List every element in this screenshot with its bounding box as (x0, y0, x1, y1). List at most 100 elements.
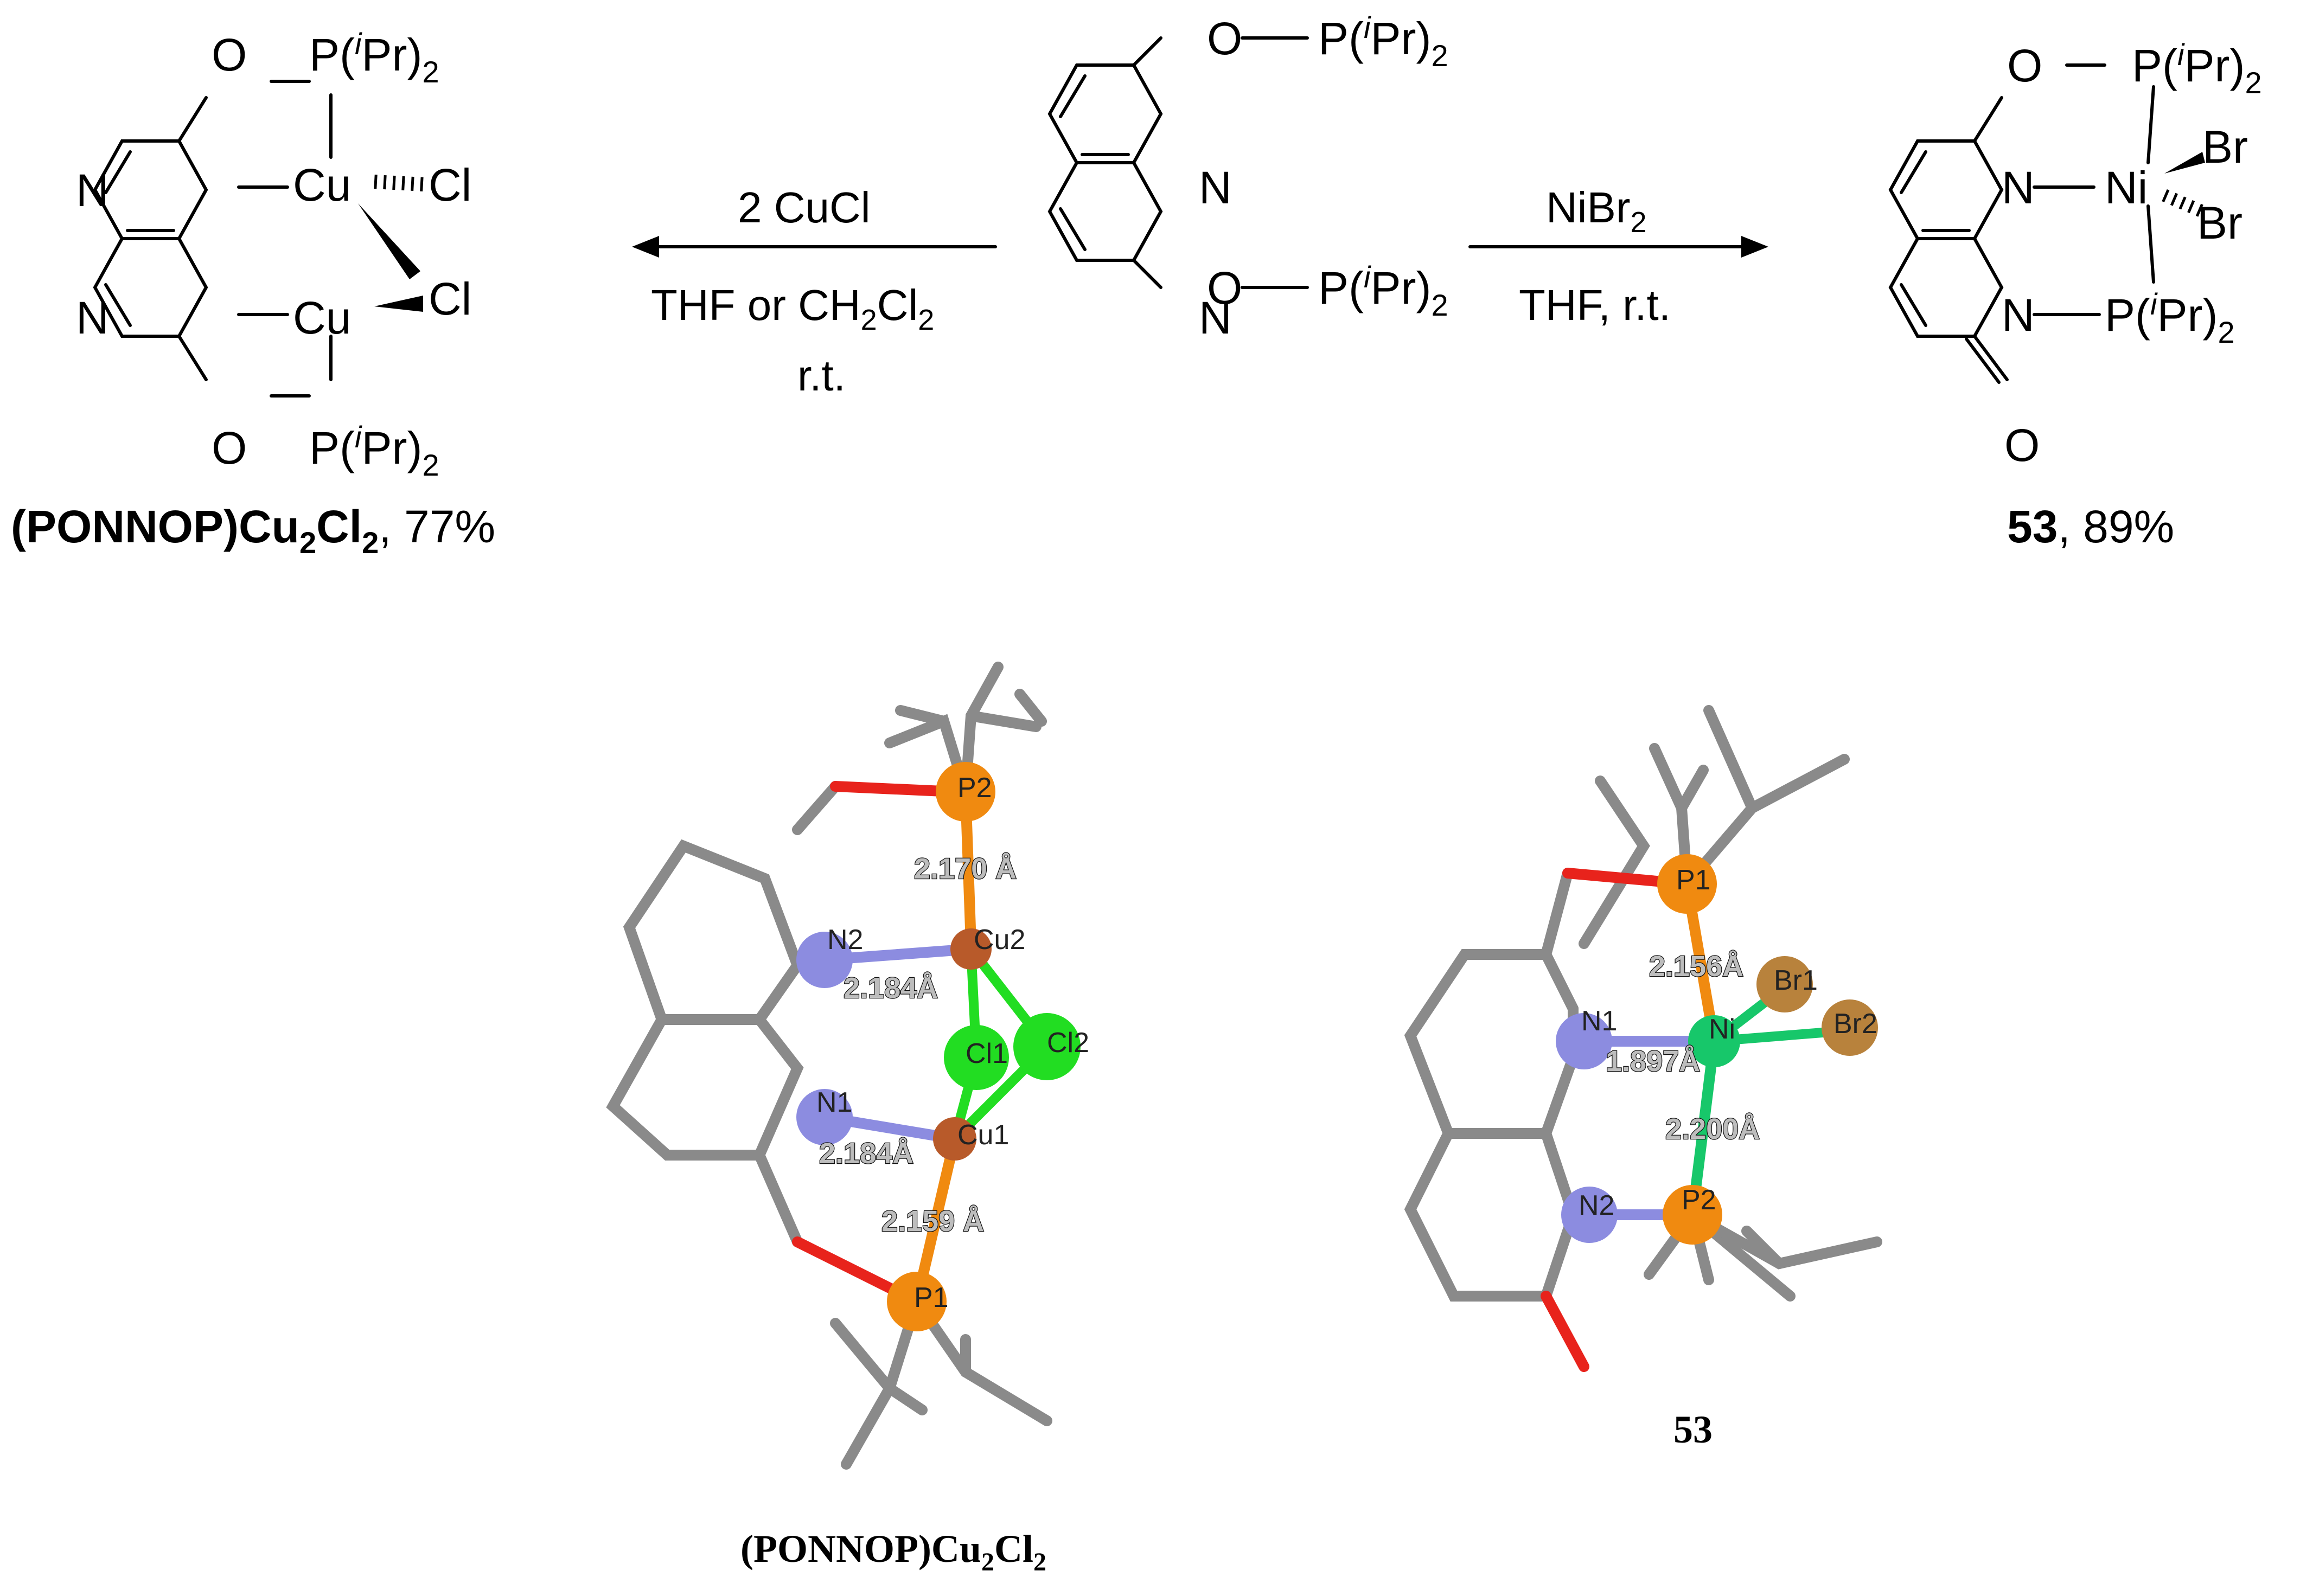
cu-xtal-label-n2: N2 (827, 924, 863, 956)
ni-xtal-atom-br1 (1756, 956, 1813, 1012)
ni-complex-structure: O O N N Ni Br Br P(iPr)2 P(iPr)2 53, 89% (1888, 37, 2262, 552)
right-reaction-arrow: NiBr2 THF, r.t. (1468, 183, 1768, 329)
ni-xtal-ipr-bot-5 (1741, 1226, 1785, 1269)
ni-p-top: P(iPr)2 (2132, 37, 2262, 100)
cu-xtal-label-p2: P2 (957, 772, 992, 804)
cu-xtal-label-cl2: Cl2 (1047, 1027, 1089, 1059)
cu-p-top: P(iPr)2 (309, 27, 439, 89)
ni-xtal-label-n1: N1 (1581, 1005, 1617, 1037)
cu-xtal-label-n1: N1 (816, 1087, 852, 1118)
cu-atom-top: Cu (293, 159, 351, 210)
ni-xtal-atom-br2 (1822, 999, 1878, 1056)
ni-upper-ring (1888, 139, 2004, 240)
ligand-c-o-top (1132, 36, 1162, 67)
cu-xtal-dist-n1-cu1: 2.184Å (819, 1137, 913, 1170)
cu-p-bottom: P(iPr)2 (309, 420, 439, 482)
cu-c-o-bottom (177, 335, 208, 381)
left-arrow-solvent: THF or CH2Cl2 (651, 281, 934, 336)
ligand-p-bottom: P(iPr)2 (1318, 260, 1448, 322)
cu-xtal-o-p-top (830, 781, 960, 797)
ni-c-carbonyl-double (1965, 337, 2001, 384)
cu-c-o-top (177, 96, 208, 143)
ligand-o-top: O (1207, 13, 1242, 64)
cu-xtal-label-cu2: Cu2 (974, 924, 1025, 956)
right-arrow-head (1741, 236, 1768, 258)
cu-xtal-dist-p2-cu2: 2.170 Å (914, 853, 1017, 885)
ni-wedge-br (2164, 152, 2205, 174)
cu-xtal-atom-n2 (796, 932, 853, 988)
cu-xtal-atom-cu2 (950, 928, 992, 970)
cu-crystal-structure: P2 N2 Cu2 Cl1 Cl2 N1 Cu1 P1 2.170 Å 2.18… (606, 662, 1089, 1576)
ni-n-top: N (2002, 162, 2035, 213)
ligand-p-top: P(iPr)2 (1318, 10, 1448, 73)
cu-xtal-atom-p1 (887, 1272, 947, 1331)
ni-xtal-label-n2: N2 (1579, 1190, 1614, 1221)
ligand-o-bottom: O (1207, 262, 1242, 313)
ni-xtal-atom-n1 (1556, 1013, 1612, 1069)
ni-hashed-br (2162, 189, 2205, 218)
ni-xtal-atom-ni (1688, 1015, 1740, 1067)
ni-xtal-upper-ring (1404, 949, 1579, 1139)
cu-o-bottom: O (212, 422, 247, 473)
cu-xtal-dist-cu1-p1: 2.159 Å (881, 1205, 984, 1238)
ni-xtal-ipr-top-4 (1703, 705, 1758, 813)
ni-complex-label: 53, 89% (2007, 501, 2174, 552)
cu-xtal-lower-ring (606, 1014, 804, 1161)
right-arrow-reagent: NiBr2 (1546, 183, 1647, 239)
ni-xtal-lower-ring (1404, 1128, 1579, 1302)
ni-p-ni-top (2146, 85, 2155, 164)
cu-upper-double (104, 150, 132, 194)
ni-ni-p-bottom (2146, 204, 2155, 284)
cu-xtal-c-o-bottom (754, 1150, 803, 1247)
ni-p-bottom: P(iPr)2 (2105, 287, 2235, 349)
ni-xtal-label-br2: Br2 (1833, 1008, 1877, 1040)
cu-cl-bottom: Cl (429, 273, 471, 324)
ni-xtal-caption: 53 (1673, 1408, 1713, 1451)
cu-xtal-ipr-top-3 (966, 710, 1042, 732)
ni-xtal-dist-n1-ni: 1.897Å (1606, 1045, 1700, 1078)
ni-xtal-label-p2: P2 (1682, 1184, 1716, 1216)
cu-xtal-ipr-bot-3 (830, 1318, 895, 1394)
cu-lower-double (104, 283, 132, 327)
cu-upper-ring (93, 139, 208, 240)
cu-complex-structure: N N O O Cu Cu Cl Cl P(iPr)2 P(iPr)2 (PON… (11, 27, 495, 560)
ni-n-bottom: N (2002, 290, 2035, 341)
left-arrow-head (632, 236, 659, 258)
cu-xtal-atom-cl1 (944, 1025, 1009, 1090)
ni-upper-double (1900, 150, 1927, 194)
ligand-upper-ring (1047, 63, 1163, 164)
cu-xtal-atom-cl2 (1013, 1013, 1081, 1080)
ni-xtal-atom-n2 (1561, 1187, 1618, 1243)
ni-c-carbonyl (1973, 335, 2009, 381)
ni-xtal-label-br1: Br1 (1774, 965, 1818, 996)
cu-o-top: O (212, 29, 247, 80)
left-reaction-arrow: 2 CuCl THF or CH2Cl2 r.t. (632, 183, 997, 400)
ni-xtal-dist-p1-ni: 2.156Å (1649, 950, 1743, 983)
ni-atom: Ni (2105, 162, 2148, 213)
cu-wedge-bond (374, 296, 423, 312)
cu-bridging-wedge (358, 203, 420, 279)
cu-n-bottom: N (76, 292, 109, 343)
ligand-lower-double-bond (1059, 207, 1087, 251)
cu-xtal-upper-ring (623, 839, 803, 1025)
ni-crystal-structure: P1 Br1 N1 Ni Br2 N2 P2 2.156Å 1.897Å 2.2… (1404, 705, 1882, 1451)
cu-xtal-ipr-top-4 (895, 705, 949, 727)
cu-xtal-dist-n2-cu2: 2.184Å (844, 972, 938, 1004)
cu-n-top: N (76, 165, 109, 216)
cu-xtal-ipr-bot-5 (884, 1383, 928, 1415)
ni-o-carbonyl: O (2004, 420, 2040, 471)
ligand-lower-ring (1047, 161, 1163, 262)
ni-lower-double (1900, 283, 1927, 327)
ni-xtal-c-o-top (1541, 868, 1573, 960)
ni-xtal-atom-p2 (1663, 1185, 1722, 1245)
ni-lower-ring (1888, 237, 2004, 338)
cu-xtal-label-cl1: Cl1 (966, 1038, 1008, 1069)
cu-cl-top: Cl (429, 159, 471, 210)
cu-xtal-label-cu1: Cu1 (957, 1119, 1009, 1151)
right-arrow-conditions: THF, r.t. (1519, 281, 1671, 329)
cu-xtal-c-o-top (792, 781, 841, 835)
cu-xtal-atom-p2 (936, 762, 995, 822)
ni-xtal-c-o-carbonyl (1541, 1291, 1589, 1372)
ni-br-bottom: Br (2197, 197, 2242, 248)
